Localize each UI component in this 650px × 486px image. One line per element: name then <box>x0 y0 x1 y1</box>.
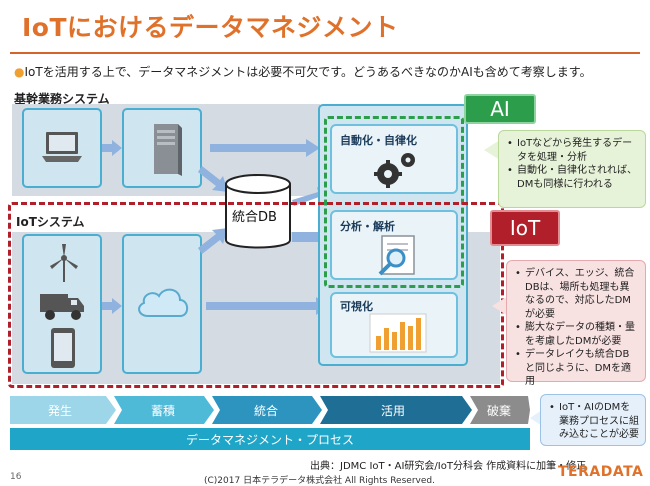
step-utilize: 活用 <box>380 403 405 418</box>
ai-badge: AI <box>464 94 536 124</box>
iot-badge: IoT <box>490 210 560 246</box>
wind-turbine-icon <box>50 244 78 282</box>
ai-callout-item: IoTなどから発生するデータを処理・分析 <box>507 137 639 164</box>
callout-pointer <box>484 140 500 160</box>
laptop-icon <box>42 132 82 162</box>
database-icon <box>225 174 291 249</box>
automation-box: 自動化・自律化 <box>330 124 458 194</box>
iot-callout-item: デバイス、エッジ、統合DBは、場所も処理も異なるので、対応したDMが必要 <box>515 267 639 321</box>
device-panel <box>22 234 102 374</box>
truck-icon <box>40 294 84 320</box>
step-generate: 発生 <box>47 403 72 418</box>
automation-label: 自動化・自律化 <box>340 134 417 147</box>
subtitle: ●IoTを活用する上で、データマネジメントは必要不可欠です。どうあるべきなのかA… <box>14 63 592 80</box>
callout-pointer <box>530 410 542 426</box>
bar-chart-icon <box>369 313 427 353</box>
server-panel <box>122 108 202 188</box>
arrow-diagonal-down-icon <box>198 166 228 192</box>
source-note: 出典：JDMC IoT・AI研究会/IoT分科会 作成資料に加筆・修正 <box>310 461 587 472</box>
copyright: (C)2017 日本テラデータ株式会社 All Rights Reserved. <box>204 476 435 486</box>
brand-logo: TERADATA <box>558 464 644 480</box>
arrow-right-icon <box>206 297 330 315</box>
visualization-box: 可視化 <box>330 292 458 358</box>
page-title: IoTにおけるデータマネジメント <box>22 13 399 42</box>
pc-panel <box>22 108 102 188</box>
step-chevrons <box>10 396 530 424</box>
ai-callout-item: 自動化・自律化されれば、DMも同様に行われる <box>507 164 639 191</box>
process-callout: IoT・AIのDMを業務プロセスに組み込むことが必要 <box>540 394 646 446</box>
subtitle-text: IoTを活用する上で、データマネジメントは必要不可欠です。どうあるべきなのかAI… <box>24 65 592 79</box>
analysis-label: 分析・解析 <box>340 220 395 233</box>
bullet-icon: ● <box>14 65 25 79</box>
server-icon <box>154 124 182 176</box>
edge-panel <box>122 234 202 374</box>
arrow-right-icon <box>102 298 122 314</box>
step-store: 蓄積 <box>150 403 175 418</box>
process-callout-item: IoT・AIのDMを業務プロセスに組み込むことが必要 <box>549 401 639 442</box>
smartphone-icon <box>51 328 75 368</box>
iot-scope-outline <box>8 202 504 388</box>
iot-system-label: IoTシステム <box>16 215 85 229</box>
step-dispose: 破棄 <box>486 403 511 418</box>
callout-pointer <box>492 296 508 316</box>
page-number: 16 <box>10 472 22 482</box>
dm-process-bar: データマネジメント・プロセス <box>10 428 530 450</box>
cloud-icon <box>138 288 189 317</box>
title-divider <box>10 52 640 54</box>
iot-callout: デバイス、エッジ、統合DBは、場所も処理も異なるので、対応したDMが必要 膨大な… <box>506 260 646 387</box>
magnifier-document-icon <box>378 235 415 276</box>
database-label: 統合DB <box>232 210 277 225</box>
gears-icon <box>374 153 415 188</box>
ai-callout: IoTなどから発生するデータを処理・分析 自動化・自律化されれば、DMも同様に行… <box>498 130 646 208</box>
visualization-label: 可視化 <box>340 300 373 313</box>
iot-callout-item: データレイクも統合DBと同じように、DMを適用 <box>515 348 639 389</box>
analysis-box: 分析・解析 <box>330 210 458 280</box>
arrow-diagonal-up-icon <box>198 228 228 254</box>
iot-callout-item: 膨大なデータの種類・量を考慮したDMが必要 <box>515 321 639 348</box>
arrow-right-icon <box>210 139 320 157</box>
core-system-label: 基幹業務システム <box>14 92 110 106</box>
arrow-right-icon <box>102 140 122 156</box>
step-integrate: 統合 <box>253 403 278 418</box>
